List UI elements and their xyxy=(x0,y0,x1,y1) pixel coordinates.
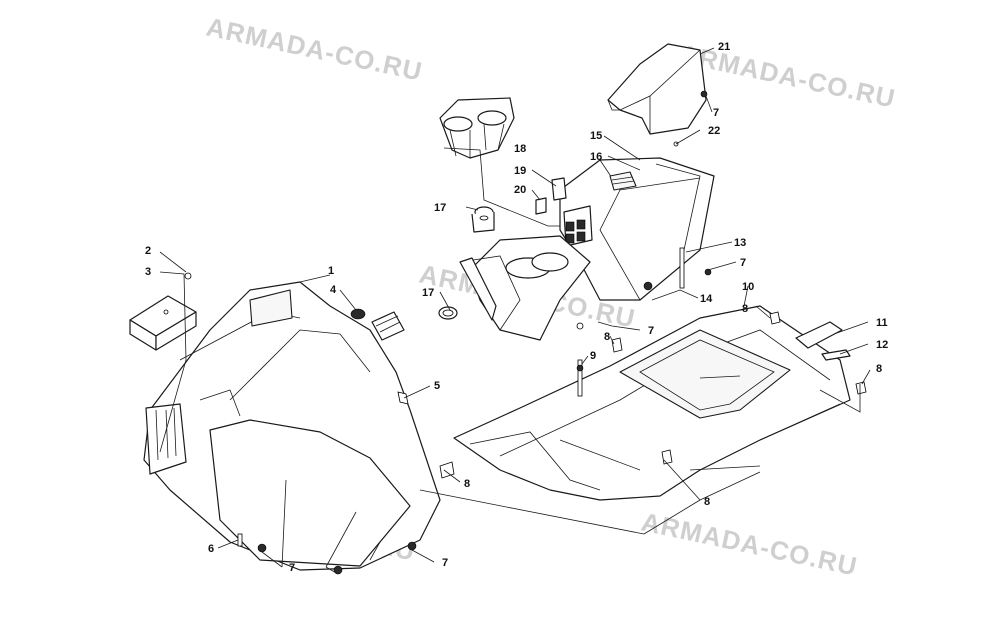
callout-17: 17 xyxy=(422,287,434,299)
callout-7: 7 xyxy=(740,257,746,269)
callout-7: 7 xyxy=(289,562,295,574)
watermark: ARMADA-CO.RU xyxy=(639,507,860,582)
part-21-rear-cover xyxy=(607,43,707,135)
callout-8: 8 xyxy=(604,331,610,343)
callout-21: 21 xyxy=(718,41,730,53)
watermark: ARMADA-CO.RU xyxy=(204,12,425,87)
callout-22: 22 xyxy=(708,125,720,137)
callout-13: 13 xyxy=(734,237,746,249)
callout-10: 10 xyxy=(742,281,754,293)
callout-8: 8 xyxy=(704,496,710,508)
callout-8: 8 xyxy=(742,303,748,315)
callout-12: 12 xyxy=(876,339,888,351)
callout-9: 9 xyxy=(590,350,596,362)
callout-11: 11 xyxy=(876,317,888,329)
part-3-bracket xyxy=(129,295,197,351)
part-1-front-panel xyxy=(143,281,441,571)
callout-16: 16 xyxy=(590,151,602,163)
callout-3: 3 xyxy=(145,266,151,278)
callout-6: 6 xyxy=(208,543,214,555)
part-15-console xyxy=(459,157,715,341)
callout-17: 17 xyxy=(434,202,446,214)
part-10-floor-tray xyxy=(453,305,851,501)
part-18-cup-holder xyxy=(439,97,515,159)
callout-8: 8 xyxy=(464,478,470,490)
leader-lines xyxy=(159,47,871,575)
callout-7: 7 xyxy=(442,557,448,569)
part-11-12-cover xyxy=(795,321,851,361)
callout-7: 7 xyxy=(648,325,654,337)
callout-14: 14 xyxy=(700,293,713,305)
callout-8: 8 xyxy=(876,363,882,375)
callout-5: 5 xyxy=(434,380,440,392)
callout-20: 20 xyxy=(514,184,526,196)
part-19-20-switches xyxy=(535,177,567,215)
callout-19: 19 xyxy=(514,165,526,177)
callout-7: 7 xyxy=(713,107,719,119)
part-17-power-outlet xyxy=(438,206,495,320)
callout-1: 1 xyxy=(328,265,334,277)
callout-15: 15 xyxy=(590,130,602,142)
callout-18: 18 xyxy=(514,143,526,155)
part-4-fastener xyxy=(350,308,405,341)
callout-4: 4 xyxy=(330,284,337,296)
callouts: 1 2 3 4 5 6 7 7 7 7 7 8 8 8 8 8 9 10 11 … xyxy=(145,41,888,574)
callout-2: 2 xyxy=(145,245,151,257)
